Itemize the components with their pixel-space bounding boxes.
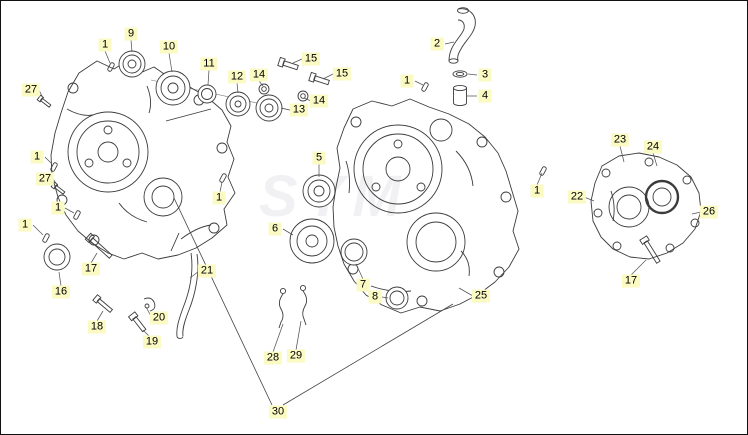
callout-part-1[interactable]: 1 [30, 150, 44, 164]
collar-14b [297, 90, 309, 102]
callout-part-18[interactable]: 18 [87, 320, 107, 334]
left-crankcase-drawing [50, 60, 236, 260]
callout-part-4[interactable]: 4 [478, 89, 492, 103]
bolt-18 [92, 294, 114, 314]
callout-part-30[interactable]: 30 [268, 405, 288, 419]
callout-part-20[interactable]: 20 [149, 311, 169, 325]
breather-parts-drawing [448, 7, 476, 107]
callout-part-1[interactable]: 1 [530, 184, 544, 198]
callout-part-16[interactable]: 16 [51, 285, 71, 299]
callout-part-27[interactable]: 27 [35, 172, 55, 186]
dowel-pin [50, 162, 58, 172]
callout-part-7[interactable]: 7 [356, 278, 370, 292]
callout-part-1[interactable]: 1 [18, 218, 32, 232]
dowel-pin [107, 62, 115, 72]
callout-part-5[interactable]: 5 [312, 151, 326, 165]
callout-part-1[interactable]: 1 [400, 74, 414, 88]
callout-part-26[interactable]: 26 [699, 205, 719, 219]
callout-part-1[interactable]: 1 [51, 201, 65, 215]
callout-part-19[interactable]: 19 [142, 335, 162, 349]
dowel-pin [42, 233, 50, 243]
callout-part-1[interactable]: 1 [212, 191, 226, 205]
dowel-pin [421, 82, 429, 92]
callout-part-3[interactable]: 3 [478, 68, 492, 82]
callout-part-1[interactable]: 1 [98, 38, 112, 52]
bolt-17-right [639, 235, 661, 264]
callout-part-15[interactable]: 15 [332, 67, 352, 81]
callout-part-23[interactable]: 23 [610, 133, 630, 147]
callout-part-14[interactable]: 14 [249, 68, 269, 82]
callout-part-27[interactable]: 27 [21, 83, 41, 97]
callout-part-17[interactable]: 17 [621, 274, 641, 288]
bracket-parts-drawing [278, 284, 308, 329]
bearings-drawing [43, 50, 409, 310]
callout-part-11[interactable]: 11 [200, 57, 218, 71]
callout-part-2[interactable]: 2 [430, 37, 444, 51]
callout-part-8[interactable]: 8 [368, 290, 382, 304]
assembly-pointer-lines [173, 197, 454, 406]
callout-part-24[interactable]: 24 [643, 140, 663, 154]
screw-27a [36, 94, 52, 108]
callout-part-22[interactable]: 22 [567, 190, 587, 204]
o-ring [452, 70, 468, 78]
fasteners-drawing [36, 56, 661, 333]
callout-part-25[interactable]: 25 [471, 289, 491, 303]
dowel-pin [219, 173, 227, 183]
callout-part-17[interactable]: 17 [81, 262, 101, 276]
bolt-15b [308, 71, 330, 86]
dowel-pin [73, 210, 81, 220]
callout-part-13[interactable]: 13 [289, 103, 309, 117]
callout-part-14[interactable]: 14 [309, 94, 329, 108]
callout-part-9[interactable]: 9 [124, 27, 138, 41]
bolt-15a [277, 56, 299, 71]
callout-part-29[interactable]: 29 [286, 349, 306, 363]
leader-lines [32, 39, 702, 353]
dowel-pin [539, 166, 547, 176]
crankcase-cover-view-drawing [590, 152, 702, 260]
callout-part-21[interactable]: 21 [197, 264, 217, 278]
callout-part-6[interactable]: 6 [268, 222, 282, 236]
callout-part-10[interactable]: 10 [159, 40, 179, 54]
callout-part-12[interactable]: 12 [227, 70, 247, 84]
callout-part-28[interactable]: 28 [263, 351, 283, 365]
bolt-17-left [84, 232, 113, 259]
breather-tube [457, 8, 476, 62]
callout-part-15[interactable]: 15 [301, 52, 321, 66]
drain-tube-drawing [176, 252, 199, 339]
collar-14a [258, 83, 270, 95]
grommet [453, 84, 467, 92]
clip-20 [143, 297, 156, 312]
bolt-19 [127, 311, 147, 333]
